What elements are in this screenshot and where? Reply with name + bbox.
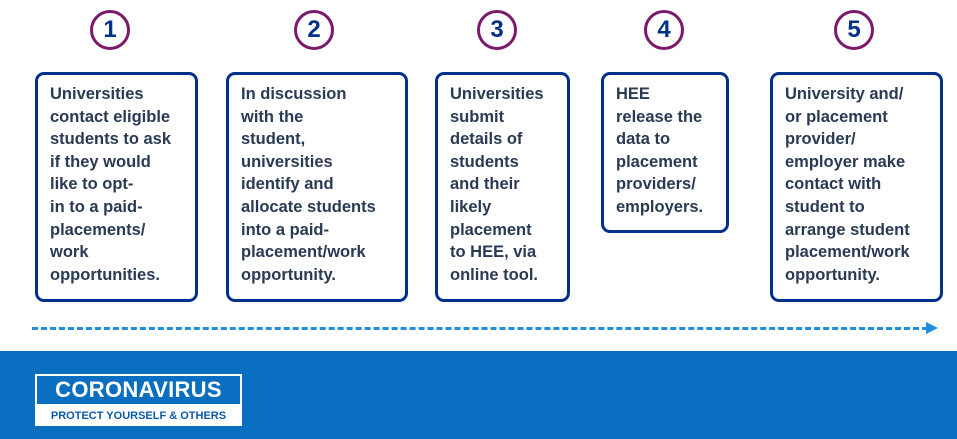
step-2-box: In discussion with the student, universi… <box>226 72 408 302</box>
step-1-box: Universities contact eligible students t… <box>35 72 198 302</box>
step-5-box: University and/ or placement provider/ e… <box>770 72 943 302</box>
step-4-number: 4 <box>644 10 684 50</box>
step-3-number: 3 <box>477 10 517 50</box>
step-5-number: 5 <box>834 10 874 50</box>
step-2-number: 2 <box>294 10 334 50</box>
coronavirus-subtitle: PROTECT YOURSELF & OTHERS <box>37 404 240 426</box>
step-4-box: HEE release the data to placement provid… <box>601 72 729 233</box>
coronavirus-title: CORONAVIRUS <box>55 377 222 402</box>
arrow-head-icon <box>926 322 938 334</box>
timeline-dashed-arrow <box>32 327 928 330</box>
step-1-number: 1 <box>90 10 130 50</box>
step-3-box: Universities submit details of students … <box>435 72 570 302</box>
coronavirus-logo: CORONAVIRUS PROTECT YOURSELF & OTHERS <box>35 374 242 426</box>
